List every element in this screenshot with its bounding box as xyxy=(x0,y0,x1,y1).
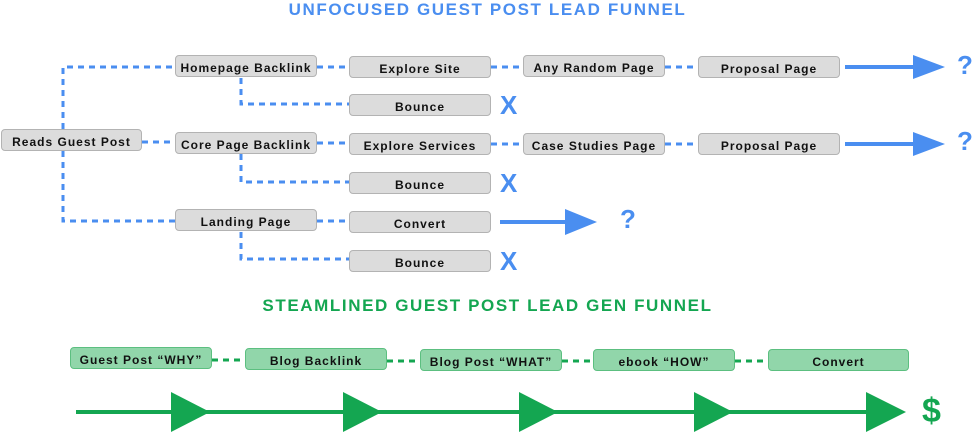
green-arrowhead-4 xyxy=(694,392,733,432)
connector-landing-bounce xyxy=(239,232,349,261)
question-mark-icon-2: ? xyxy=(957,126,973,156)
arrowhead-homepage-outcome xyxy=(913,55,945,79)
x-mark-icon-3: X xyxy=(500,246,518,276)
node-landing-page: Landing Page xyxy=(175,209,317,231)
dollar-sign-icon: $ xyxy=(922,392,941,430)
green-arrowhead-2 xyxy=(343,392,382,432)
question-mark-icon-1: ? xyxy=(957,50,973,80)
node-explore-site: Explore Site xyxy=(349,56,491,78)
connector-homepage-bounce xyxy=(239,78,349,106)
node-bounce-1: Bounce xyxy=(349,94,491,116)
question-mark-icon-3: ? xyxy=(620,204,636,234)
node-bounce-3: Bounce xyxy=(349,250,491,272)
node-bounce-2: Bounce xyxy=(349,172,491,194)
x-mark-icon-1: X xyxy=(500,90,518,120)
streamlined-funnel-title: STEAMLINED GUEST POST LEAD GEN FUNNEL xyxy=(262,296,713,315)
node-proposal-page-2: Proposal Page xyxy=(698,133,840,155)
step-ebook-how: ebook “HOW” xyxy=(593,349,735,371)
node-homepage-backlink: Homepage Backlink xyxy=(175,55,317,77)
step-blog-backlink: Blog Backlink xyxy=(245,348,387,370)
node-explore-services: Explore Services xyxy=(349,133,491,155)
step-blog-post-what: Blog Post “WHAT” xyxy=(420,349,562,371)
x-mark-icon-2: X xyxy=(500,168,518,198)
connector-trunk-bottom xyxy=(61,151,175,223)
node-proposal-page-1: Proposal Page xyxy=(698,56,840,78)
node-convert-unfocused: Convert xyxy=(349,211,491,233)
arrowhead-core-outcome xyxy=(913,132,945,156)
green-arrowhead-3 xyxy=(519,392,558,432)
node-core-page-backlink: Core Page Backlink xyxy=(175,132,317,154)
arrowhead-landing-outcome xyxy=(565,209,597,235)
connector-trunk-top xyxy=(61,65,175,129)
node-reads-guest-post: Reads Guest Post xyxy=(1,129,142,151)
green-arrowhead-5 xyxy=(866,392,906,432)
step-convert: Convert xyxy=(768,349,909,371)
green-arrowhead-1 xyxy=(171,392,210,432)
connector-core-bounce xyxy=(239,154,349,184)
step-guest-post-why: Guest Post “WHY” xyxy=(70,347,212,369)
unfocused-funnel-title: UNFOCUSED GUEST POST LEAD FUNNEL xyxy=(288,0,687,19)
node-case-studies-page: Case Studies Page xyxy=(523,133,665,155)
node-any-random-page: Any Random Page xyxy=(523,55,665,77)
